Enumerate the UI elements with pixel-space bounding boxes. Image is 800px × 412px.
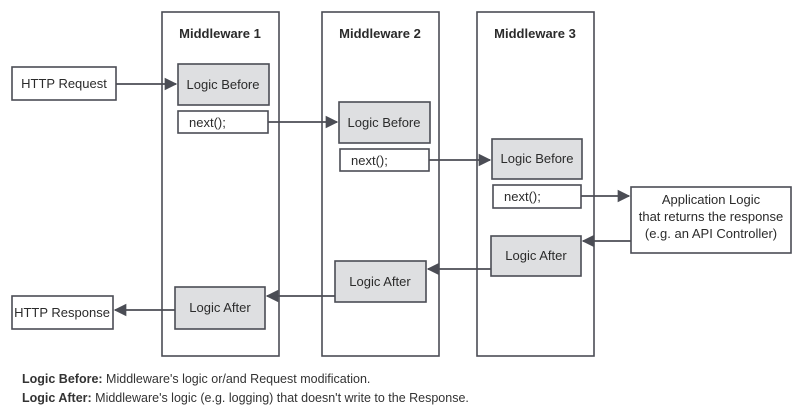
m2-logic-before-box xyxy=(338,101,431,144)
legend-logic-after-term: Logic After: xyxy=(22,391,92,405)
middleware-3-title: Middleware 3 xyxy=(494,26,576,41)
legend-logic-before-term: Logic Before: xyxy=(22,372,103,386)
http-response-label: HTTP Response xyxy=(14,305,110,320)
m1-logic-after-box xyxy=(174,286,266,330)
application-logic-line3: (e.g. an API Controller) xyxy=(645,226,777,241)
m1-logic-before-box xyxy=(177,63,270,106)
m2-logic-after-label: Logic After xyxy=(349,274,411,289)
legend-logic-after-desc: Middleware's logic (e.g. logging) that d… xyxy=(95,391,469,405)
legend-logic-before-desc: Middleware's logic or/and Request modifi… xyxy=(106,372,371,386)
m2-logic-after-box xyxy=(334,260,427,303)
middleware-3-column xyxy=(476,11,595,357)
http-request-label: HTTP Request xyxy=(21,76,107,91)
legend-logic-after: Logic After: Middleware's logic (e.g. lo… xyxy=(22,391,469,405)
m1-logic-after-label: Logic After xyxy=(189,300,251,315)
m3-logic-after-box xyxy=(490,235,582,277)
middleware-2-column xyxy=(321,11,440,357)
middleware-2-title: Middleware 2 xyxy=(339,26,421,41)
legend-logic-before: Logic Before: Middleware's logic or/and … xyxy=(22,372,370,386)
m3-logic-before-label: Logic Before xyxy=(501,151,574,166)
m3-logic-before-box xyxy=(491,138,583,180)
application-logic-line2: that returns the response xyxy=(639,209,784,224)
m1-logic-before-label: Logic Before xyxy=(187,77,260,92)
middleware-1-title: Middleware 1 xyxy=(179,26,261,41)
application-logic-line1: Application Logic xyxy=(662,192,761,207)
application-logic-box xyxy=(630,186,792,254)
m2-logic-before-label: Logic Before xyxy=(348,115,421,130)
http-response-box xyxy=(11,295,114,330)
m3-next-label: next(); xyxy=(504,189,541,204)
m2-next-label: next(); xyxy=(351,153,388,168)
m3-logic-after-label: Logic After xyxy=(505,248,567,263)
m1-next-label: next(); xyxy=(189,115,226,130)
http-request-box xyxy=(11,66,117,101)
